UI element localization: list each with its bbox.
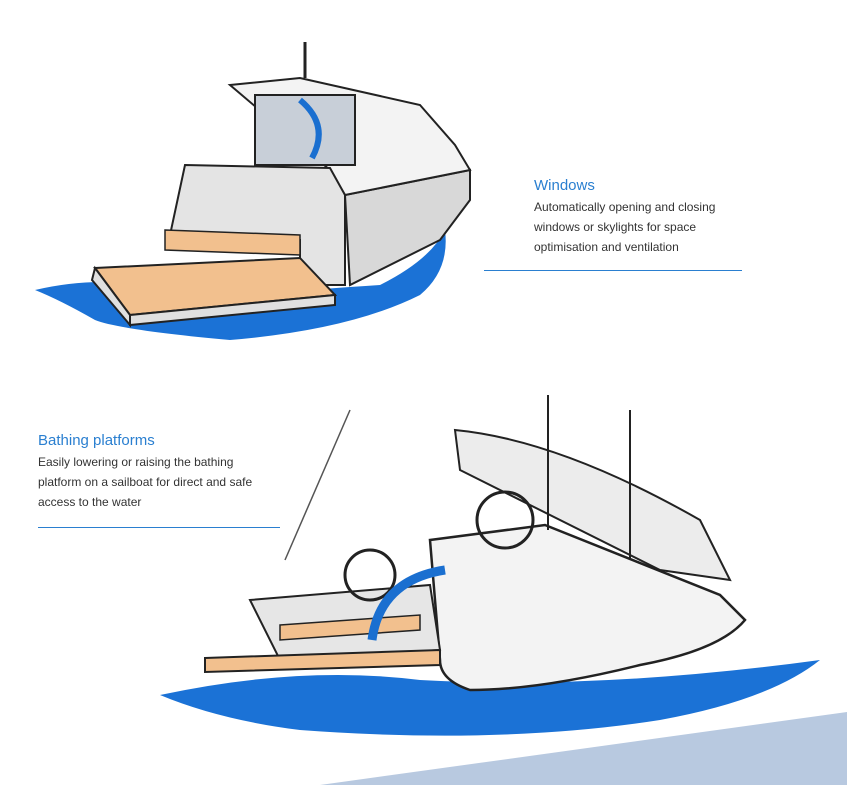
windows-line-1: Automatically opening and closing <box>534 200 716 214</box>
bathing-title: Bathing platforms <box>38 432 155 449</box>
bathing-section: Bathing platforms Easily lowering or rai… <box>38 432 252 512</box>
bathing-divider <box>38 527 280 528</box>
windows-line-3: optimisation and ventilation <box>534 240 679 254</box>
windows-line-2: windows or skylights for space <box>534 220 697 234</box>
windows-divider <box>484 270 742 271</box>
corner-decoration <box>320 712 847 785</box>
motorboat-illustration <box>35 42 472 340</box>
bathing-line-1: Easily lowering or raising the bathing <box>38 455 234 469</box>
bathing-line-2: platform on a sailboat for direct and sa… <box>38 475 253 489</box>
windows-title: Windows <box>534 177 595 194</box>
windows-section: Windows Automatically opening and closin… <box>534 177 715 257</box>
bathing-line-3: access to the water <box>38 495 142 509</box>
sailboat-illustration <box>160 395 820 736</box>
